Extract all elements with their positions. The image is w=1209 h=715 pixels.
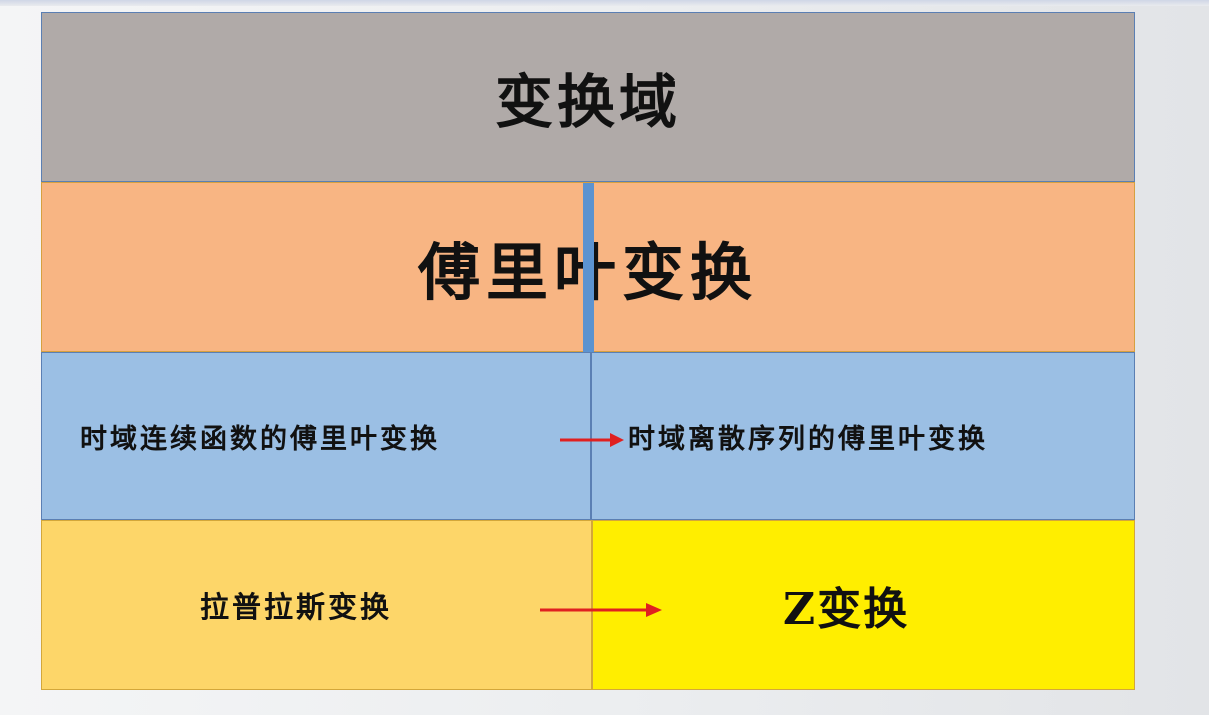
laplace-cell: 拉普拉斯变换 xyxy=(41,520,592,690)
transform-domain-title: 变换域 xyxy=(494,68,681,136)
slide-top-edge xyxy=(0,0,1209,6)
laplace-to-z-arrow-icon xyxy=(540,603,662,617)
z-transform-cell: Z变换 xyxy=(592,520,1135,690)
z-transform-label: Z变换 xyxy=(783,584,910,635)
transform-domain-header: 变换域 xyxy=(41,12,1135,182)
laplace-label: 拉普拉斯变换 xyxy=(200,590,393,624)
continuous-ft-label: 时域连续函数的傅里叶变换 xyxy=(80,423,440,455)
fourier-divider xyxy=(583,183,594,352)
ft-arrow-icon xyxy=(560,433,624,447)
discrete-ft-label: 时域离散序列的傅里叶变换 xyxy=(628,423,988,455)
continuous-ft-cell: 时域连续函数的傅里叶变换 xyxy=(41,352,591,520)
discrete-ft-cell: 时域离散序列的傅里叶变换 xyxy=(591,352,1135,520)
